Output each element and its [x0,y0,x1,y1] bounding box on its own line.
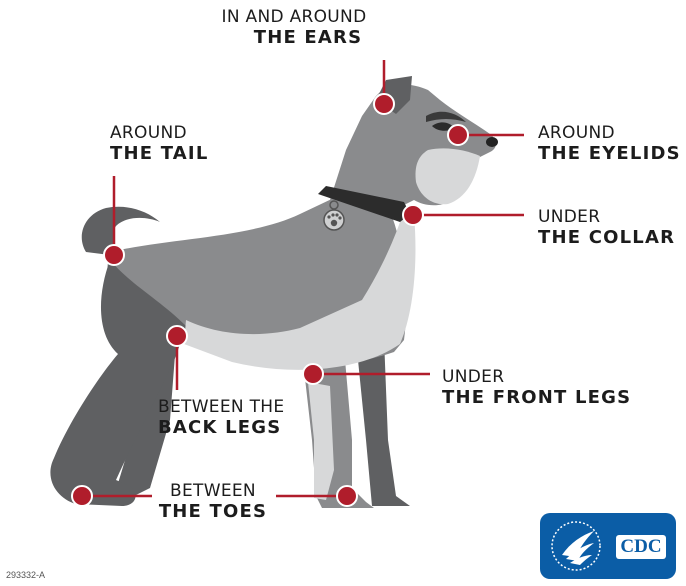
label-toes-line2: THE TOES [158,502,268,523]
label-front-legs: UNDER THE FRONT LEGS [442,368,631,408]
cdc-logo-text: CDC [616,535,666,559]
label-tail-line2: THE TAIL [110,144,208,165]
dog-front-leg-fringe [308,382,334,500]
marker-toes-right [337,486,357,506]
label-eyelids: AROUND THE EYELIDS [538,124,681,164]
dog-front-leg-far [356,338,410,506]
marker-toes-left [72,486,92,506]
marker-ears [374,94,394,114]
dog-nose [486,137,498,147]
dog-head [330,84,496,206]
cdc-logo: CDC [540,513,676,579]
label-collar-line2: THE COLLAR [538,228,675,249]
marker-collar [403,205,423,225]
label-collar-line1: UNDER [538,208,675,228]
label-back-legs-line2: BACK LEGS [158,418,284,439]
label-toes-line1: BETWEEN [158,482,268,502]
dog-beard [416,148,481,204]
label-collar: UNDER THE COLLAR [538,208,675,248]
marker-back-legs [167,326,187,346]
label-eyelids-line1: AROUND [538,124,681,144]
label-eyelids-line2: THE EYELIDS [538,144,681,165]
label-front-legs-line2: THE FRONT LEGS [442,388,631,409]
label-ears-line2: THE EARS [204,28,384,49]
label-ears: IN AND AROUND THE EARS [204,8,384,48]
label-toes: BETWEEN THE TOES [158,482,268,522]
label-tail: AROUND THE TAIL [110,124,208,164]
label-back-legs-line1: BETWEEN THE [158,398,284,418]
marker-eyelids [448,125,468,145]
label-ears-line1: IN AND AROUND [204,8,384,28]
label-front-legs-line1: UNDER [442,368,631,388]
label-tail-line1: AROUND [110,124,208,144]
document-code: 293332-A [6,570,45,580]
marker-tail [104,245,124,265]
marker-front-legs [303,364,323,384]
label-back-legs: BETWEEN THE BACK LEGS [158,398,284,438]
